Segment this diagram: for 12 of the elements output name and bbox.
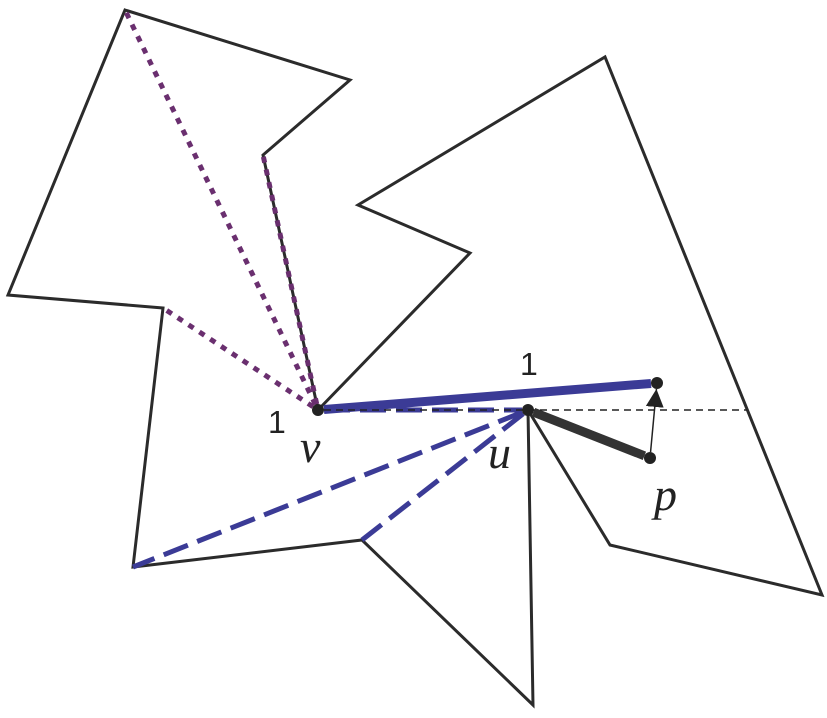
edge-label: 1 [520, 348, 538, 380]
dashed-line [260, 154, 320, 405]
dashed-line [360, 412, 525, 542]
point-label: v [300, 424, 320, 470]
dashed-line [132, 410, 524, 570]
line-segment [324, 378, 652, 414]
dashed-line [324, 409, 747, 411]
line-segment [532, 408, 646, 460]
arrow [646, 388, 664, 452]
dashed-line [324, 408, 522, 412]
length-label: 1 [268, 406, 286, 438]
point-label: u [488, 430, 511, 476]
